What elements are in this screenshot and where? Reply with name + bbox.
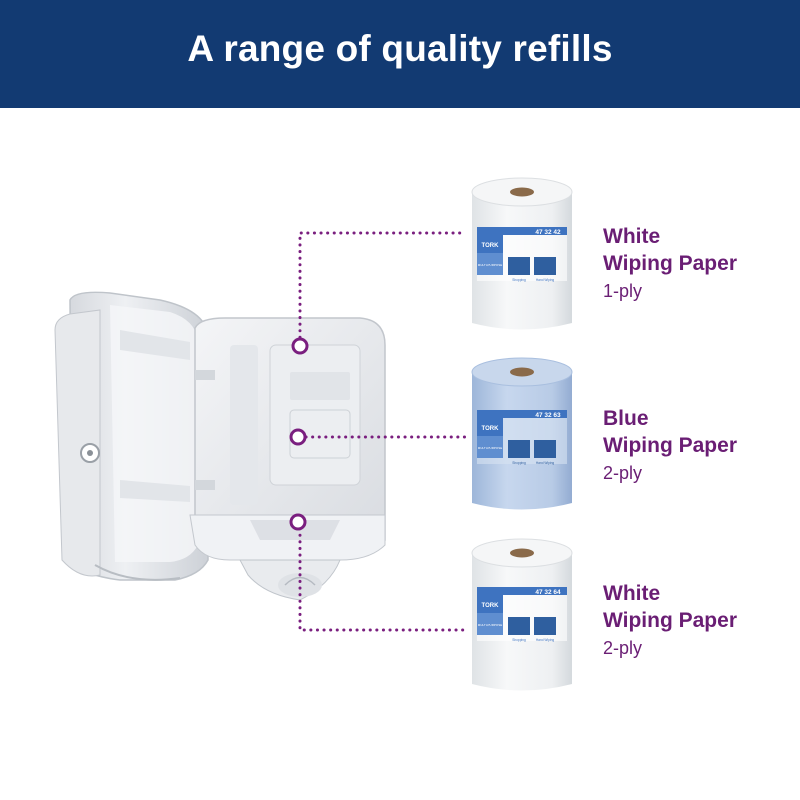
header-banner: A range of quality refills xyxy=(0,0,800,108)
product-1-name-line1: White xyxy=(603,225,661,248)
product-roll-3: 47 32 64 TORK MULTI-PURPOSE Shopping Han… xyxy=(471,538,573,691)
roll-3-icon-2: Hand Wiping xyxy=(536,638,554,642)
roll-2-code: 47 32 63 xyxy=(535,412,561,419)
leader-lines xyxy=(298,231,467,632)
roll-3-icon-1: Shopping xyxy=(512,638,526,642)
product-2-name-line2: Wiping Paper xyxy=(603,434,737,457)
roll-1-category: MULTI-PURPOSE xyxy=(478,263,502,267)
roll-2-icon-2: Hand Wiping xyxy=(536,461,554,465)
product-1-ply: 1-ply xyxy=(603,281,643,301)
product-label-1: White Wiping Paper 1-ply xyxy=(603,223,737,305)
roll-3-brand: TORK xyxy=(482,603,500,609)
product-1-name-line2: Wiping Paper xyxy=(603,252,737,275)
roll-1-code: 47 32 42 xyxy=(535,229,561,236)
roll-3-category: MULTI-PURPOSE xyxy=(478,623,502,627)
leader-line-bottom xyxy=(298,520,467,632)
product-3-name-line2: Wiping Paper xyxy=(603,609,737,632)
product-label-3: White Wiping Paper 2-ply xyxy=(603,580,737,662)
roll-3-code: 47 32 64 xyxy=(535,589,561,596)
product-3-name-line1: White xyxy=(603,582,661,605)
roll-2-icon-1: Shopping xyxy=(512,461,526,465)
product-2-ply: 2-ply xyxy=(603,463,643,483)
marker-bottom xyxy=(289,513,307,531)
roll-1-brand: TORK xyxy=(482,243,500,249)
dispenser-cover xyxy=(54,291,209,581)
roll-1-icon-1: Shopping xyxy=(512,278,526,282)
leader-line-top xyxy=(298,231,467,346)
dispenser-body xyxy=(189,317,386,601)
marker-top xyxy=(291,337,309,355)
product-2-name-line1: Blue xyxy=(603,407,649,430)
roll-2-brand: TORK xyxy=(482,426,500,432)
product-label-2: Blue Wiping Paper 2-ply xyxy=(603,405,737,487)
product-roll-1: 47 32 42 TORK MULTI-PURPOSE Shopping Han… xyxy=(471,177,573,330)
roll-1-icon-2: Hand Wiping xyxy=(536,278,554,282)
marker-middle xyxy=(289,428,307,446)
page-title: A range of quality refills xyxy=(187,28,613,69)
product-roll-2: 47 32 63 TORK MULTI-PURPOSE Shopping Han… xyxy=(471,357,573,510)
product-3-ply: 2-ply xyxy=(603,638,643,658)
leader-markers xyxy=(289,337,309,531)
roll-2-category: MULTI-PURPOSE xyxy=(478,446,502,450)
